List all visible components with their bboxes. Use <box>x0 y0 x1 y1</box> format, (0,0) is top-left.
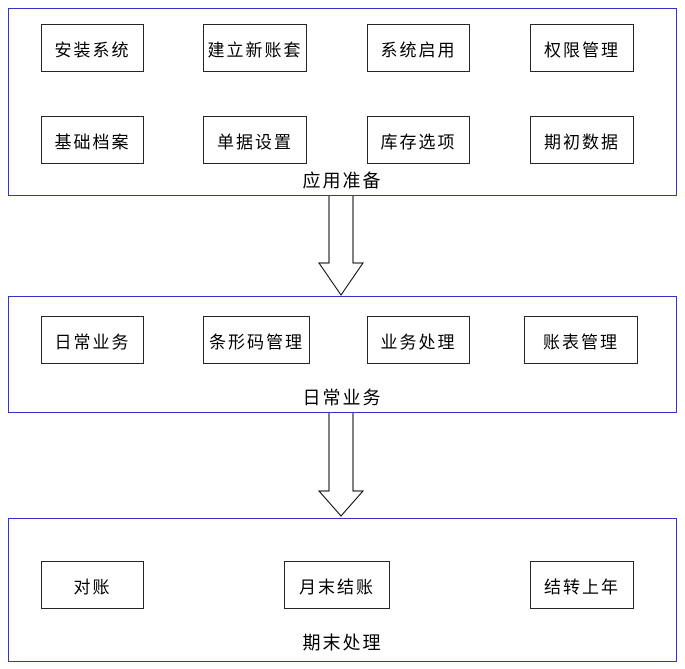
node-document-settings: 单据设置 <box>203 116 307 164</box>
section-daily-business: 日常业务 条形码管理 业务处理 账表管理 日常业务 <box>8 296 677 413</box>
section-label-application-preparation: 应用准备 <box>302 171 383 191</box>
node-reconciliation: 对账 <box>41 561 144 609</box>
node-inventory-options: 库存选项 <box>367 116 470 164</box>
node-initial-data: 期初数据 <box>530 116 634 164</box>
node-business-processing: 业务处理 <box>367 316 470 364</box>
node-carry-forward-prior-year: 结转上年 <box>530 561 634 609</box>
node-install-system: 安装系统 <box>41 24 144 72</box>
node-daily-business: 日常业务 <box>41 316 144 364</box>
node-create-account-set: 建立新账套 <box>203 24 307 72</box>
node-permission-management: 权限管理 <box>530 24 634 72</box>
node-report-management: 账表管理 <box>524 316 638 364</box>
section-period-end-processing: 对账 月末结账 结转上年 期末处理 <box>8 518 677 662</box>
node-barcode-management: 条形码管理 <box>203 316 310 364</box>
node-month-end-closing: 月末结账 <box>284 561 390 609</box>
down-arrow-2 <box>317 413 365 517</box>
section-label-period-end-processing: 期末处理 <box>302 633 383 653</box>
section-application-preparation: 安装系统 建立新账套 系统启用 权限管理 基础档案 单据设置 库存选项 期初数据… <box>8 8 677 196</box>
section-label-daily-business: 日常业务 <box>302 388 383 408</box>
node-system-activation: 系统启用 <box>367 24 470 72</box>
node-basic-archives: 基础档案 <box>41 116 144 164</box>
down-arrow-1 <box>318 196 364 296</box>
